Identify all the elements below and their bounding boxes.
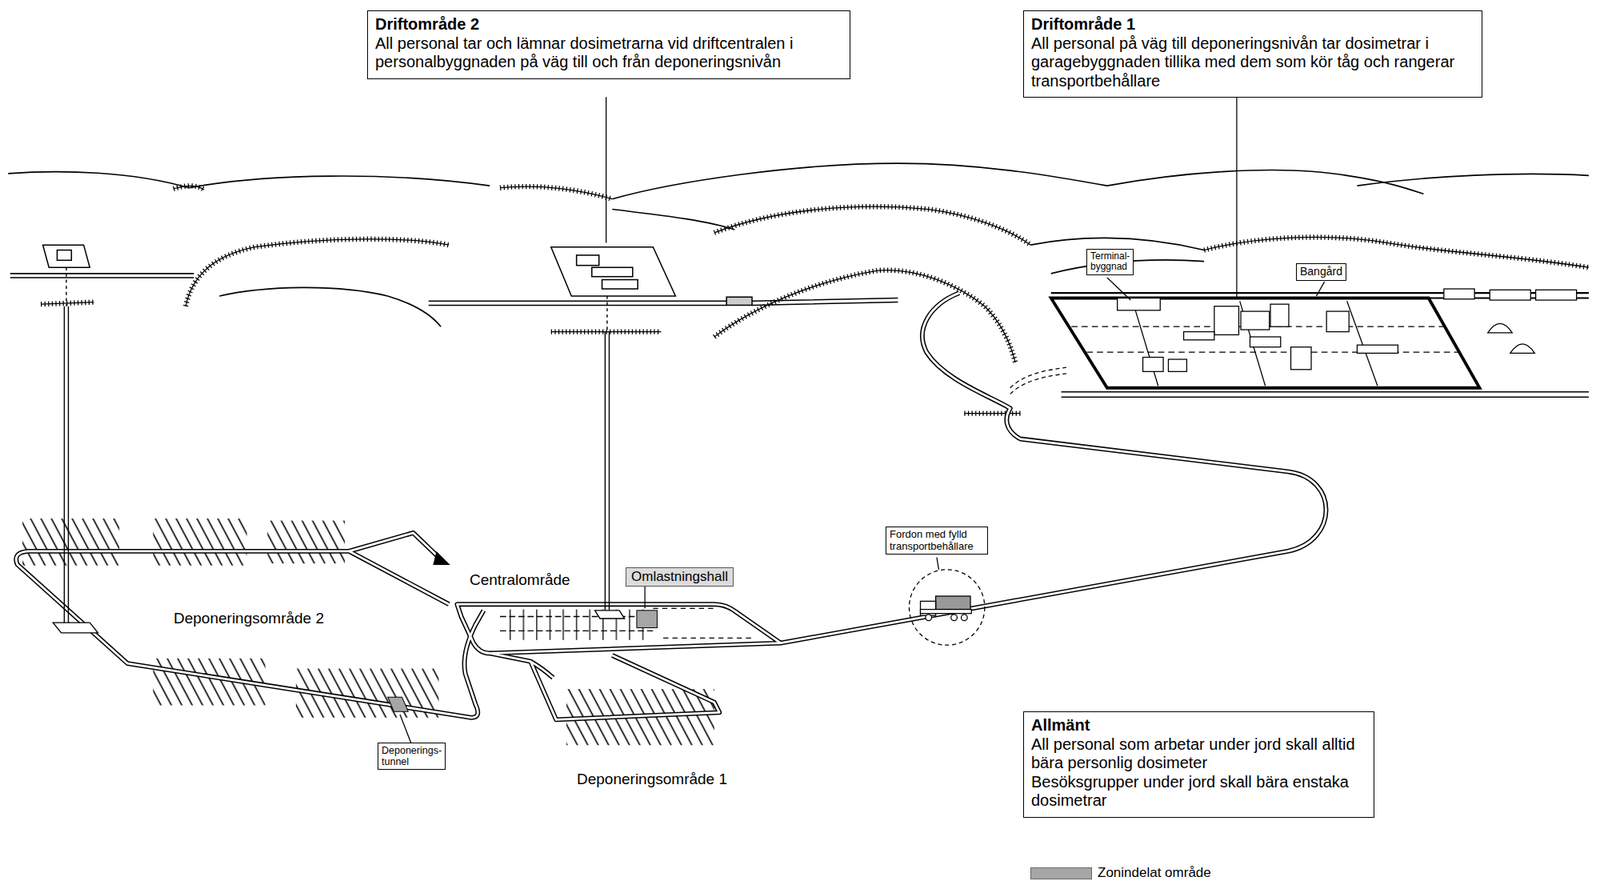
tunnel-details (433, 367, 1067, 638)
leader-lines (400, 96, 1325, 746)
vegetation-tufts (40, 185, 1589, 413)
box-text: Deponerings- tunnel (381, 744, 442, 768)
vegetation (40, 185, 1589, 413)
box-text: Terminal- byggnad (1090, 251, 1130, 273)
box-text: Besöksgrupper under jord skall bära enst… (1031, 772, 1367, 811)
callout-box: Driftområde 1All personal på väg till de… (1023, 10, 1483, 98)
area-label: Deponeringsområde 2 (173, 609, 324, 628)
box-text: Omlastningshall (631, 568, 728, 585)
legend-swatch (1030, 867, 1092, 880)
surface-site (1051, 288, 1577, 388)
area-label: Centralområde (469, 571, 571, 589)
callout-box: Deponerings- tunnel (377, 742, 446, 770)
box-heading: Driftområde 2 (375, 15, 843, 35)
zoned-areas (388, 610, 658, 712)
box-text: Fordon med fylld transportbehållare (889, 528, 984, 552)
ground-lines (10, 273, 1589, 397)
area-label: Deponeringsområde 1 (576, 770, 728, 788)
box-text: All personal som arbetar under jord skal… (1031, 735, 1367, 773)
box-text: All personal tar och lämnar dosimetrarna… (375, 34, 843, 72)
callout-box: Bangård (1296, 263, 1347, 281)
callout-box: Omlastningshall (625, 567, 734, 587)
transport-vehicle (908, 569, 984, 645)
callout-box: Terminal- byggnad (1086, 248, 1134, 276)
box-heading: Allmänt (1031, 716, 1367, 736)
box-text: All personal på väg till deponeringsnivå… (1031, 34, 1475, 92)
shafts (52, 267, 624, 633)
box-text: Bangård (1300, 265, 1343, 279)
callout-box: Fordon med fylld transportbehållare (885, 526, 988, 555)
box-heading: Driftområde 1 (1031, 15, 1475, 35)
surface-buildings (43, 244, 752, 305)
legend-text: Zonindelat område (1097, 864, 1212, 881)
callout-box: AllmäntAll personal som arbetar under jo… (1023, 711, 1375, 818)
callout-box: Driftområde 2All personal tar och lämnar… (367, 10, 851, 80)
